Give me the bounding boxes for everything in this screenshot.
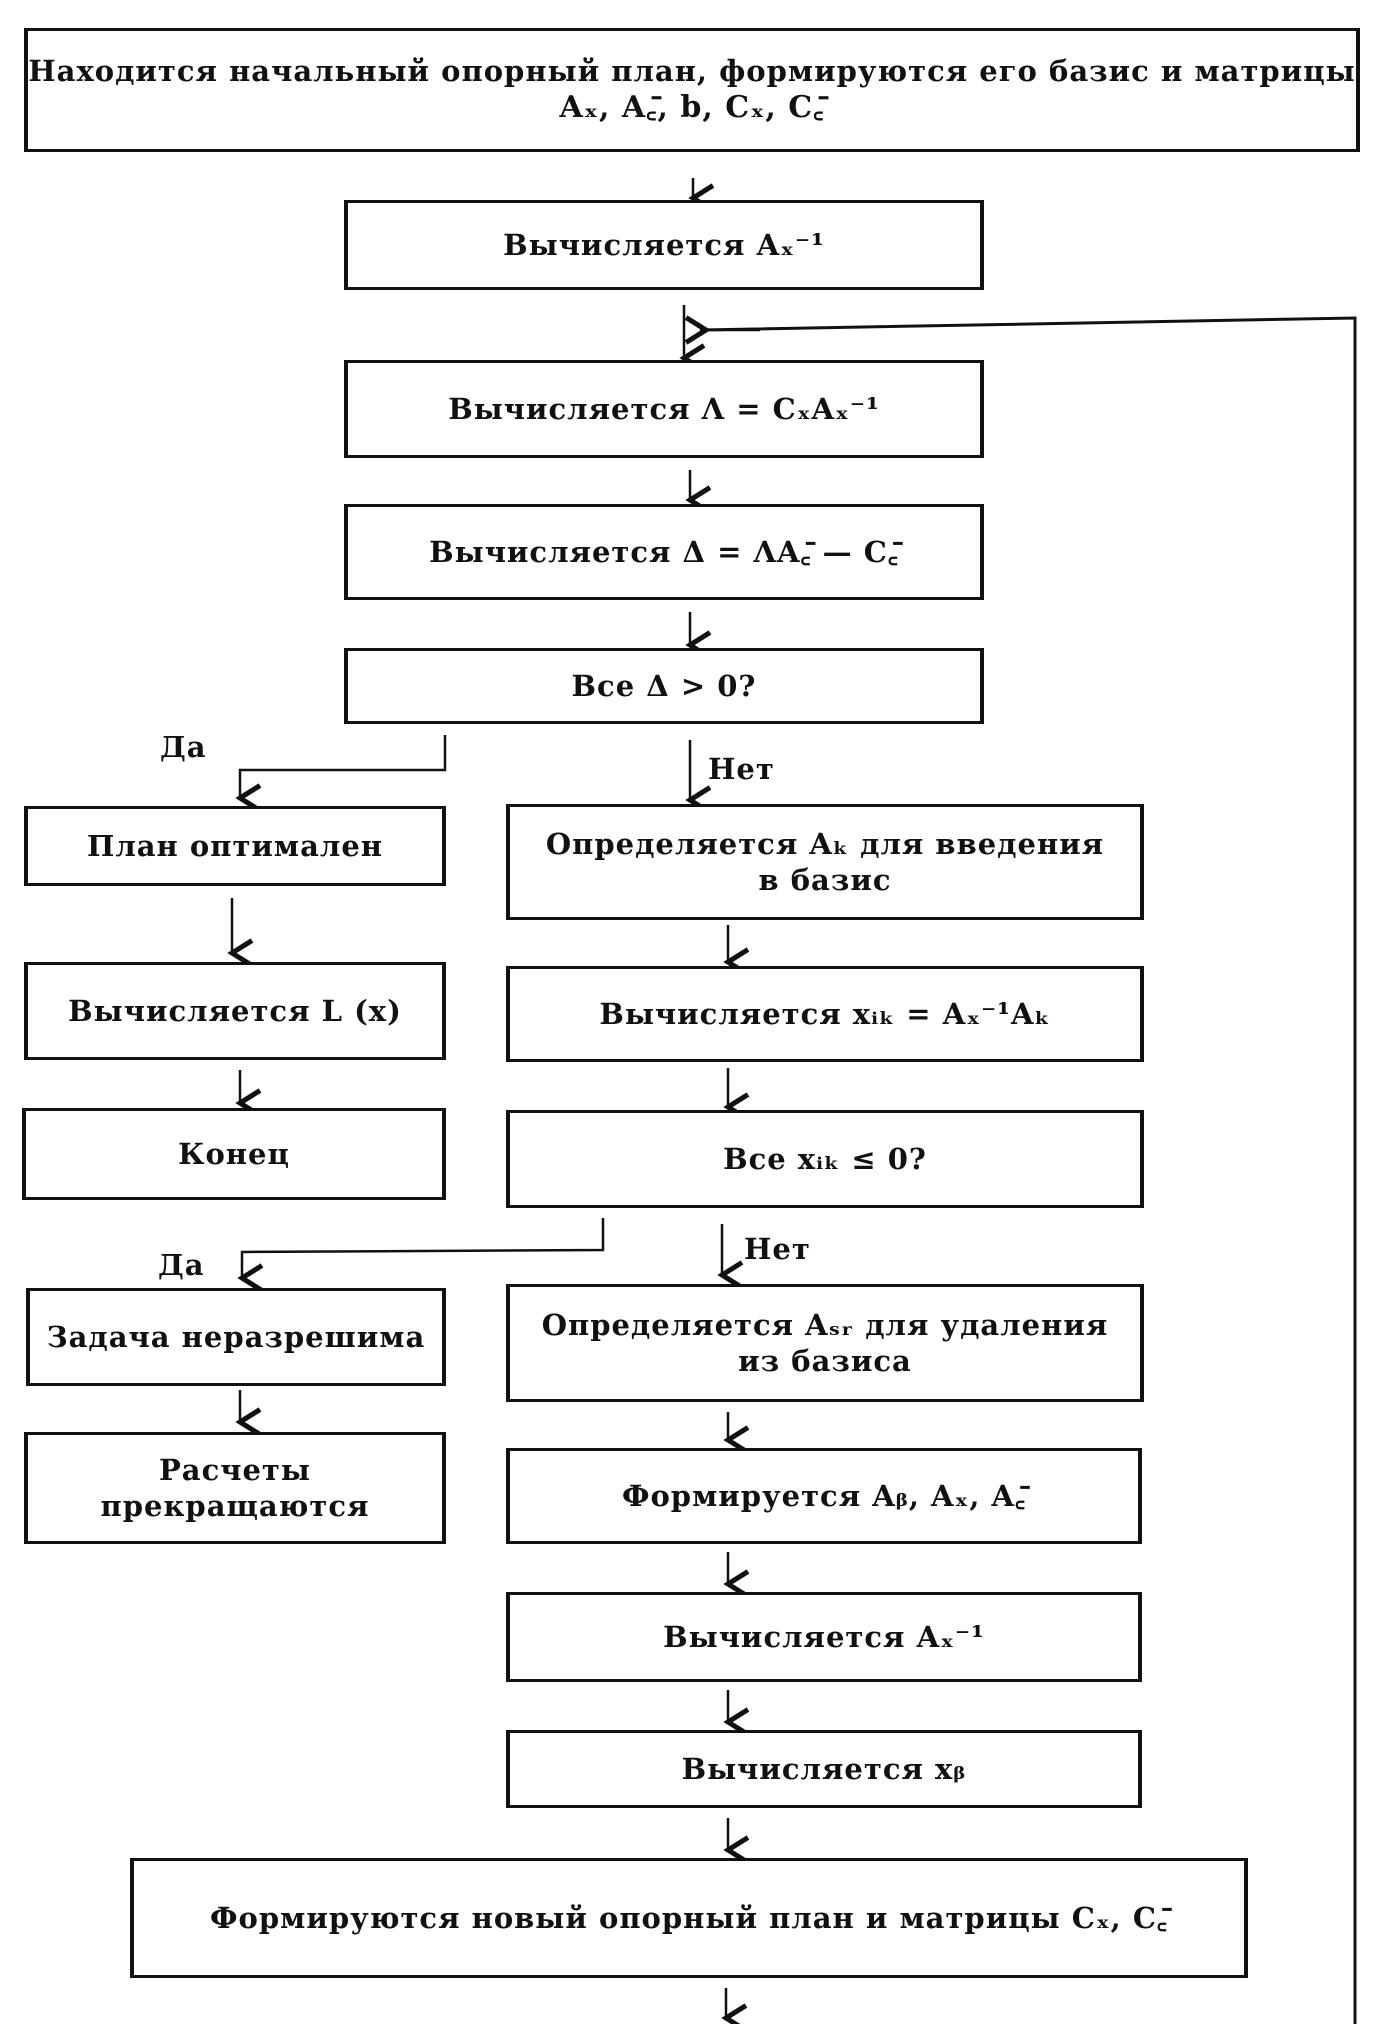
node-calc-xb-text: Вычисляется xᵦ [681,1751,967,1786]
node-stop-text: Расчеты [159,1452,311,1487]
node-check-xik-text: Все xᵢₖ ≤ 0? [723,1141,927,1176]
node-form-text: Формируется Aᵦ, Aₓ, A꜀̄ [621,1478,1027,1513]
node-check-delta-text: Все Δ > 0? [571,668,757,703]
branch-yes2 [237,1218,605,1293]
node-start-text: Находится начальный опорный план, формир… [28,54,1356,89]
node-check-delta: Все Δ > 0? [344,648,984,724]
node-stop-text2: прекращаются [100,1489,370,1523]
node-calc-L: Вычисляется L (x) [24,962,446,1060]
node-optimal-text: План оптимален [86,828,384,863]
node-choose-k: Определяется Aₖ для введения в базис [506,804,1144,920]
node-lambda-text: Вычисляется Λ = CₓAₓ⁻¹ [448,391,880,426]
node-stop: Расчеты прекращаются [24,1432,446,1544]
node-inv1: Вычисляется Aₓ⁻¹ [344,200,984,290]
label-yes2: Да [158,1248,205,1282]
branch-yes1 [235,735,447,813]
node-lambda: Вычисляется Λ = CₓAₓ⁻¹ [344,360,984,458]
loop-back-line [699,316,1357,2024]
node-delta: Вычисляется Δ = ΛA꜀̄ — C꜀̄ [344,504,984,600]
node-inv2-text: Вычисляется Aₓ⁻¹ [663,1619,985,1654]
node-new-plan-text: Формируются новый опорный план и матрицы… [210,1900,1168,1935]
node-end: Конец [22,1108,446,1200]
node-end-text: Конец [178,1136,290,1171]
node-optimal: План оптимален [24,806,446,886]
node-calc-xb: Вычисляется xᵦ [506,1730,1142,1808]
label-no1: Нет [708,752,775,786]
node-start: Находится начальный опорный план, формир… [24,28,1360,152]
node-inv2: Вычисляется Aₓ⁻¹ [506,1592,1142,1682]
node-start-math: Aₓ, A꜀̄, b, Cₓ, C꜀̄ [559,90,825,126]
node-new-plan: Формируются новый опорный план и матрицы… [130,1858,1248,1978]
node-unsolvable-text: Задача неразрешима [46,1319,426,1354]
node-check-xik: Все xᵢₖ ≤ 0? [506,1110,1144,1208]
node-delta-text: Вычисляется Δ = ΛA꜀̄ — C꜀̄ [429,534,899,569]
label-yes1: Да [160,730,207,764]
label-no2: Нет [744,1232,811,1266]
node-choose-sr-text2: из базиса [738,1344,912,1378]
node-unsolvable: Задача неразрешима [26,1288,446,1386]
node-calc-xik: Вычисляется xᵢₖ = Aₓ⁻¹Aₖ [506,966,1144,1062]
node-calc-L-text: Вычисляется L (x) [68,993,402,1028]
node-calc-xik-text: Вычисляется xᵢₖ = Aₓ⁻¹Aₖ [599,996,1051,1031]
node-choose-k-text2: в базис [758,863,892,897]
node-choose-sr-text: Определяется Aₛᵣ для удаления [541,1307,1109,1342]
node-inv1-text: Вычисляется Aₓ⁻¹ [503,227,825,262]
node-form: Формируется Aᵦ, Aₓ, A꜀̄ [506,1448,1142,1544]
node-choose-k-text: Определяется Aₖ для введения [545,826,1105,861]
node-choose-sr: Определяется Aₛᵣ для удаления из базиса [506,1284,1144,1402]
